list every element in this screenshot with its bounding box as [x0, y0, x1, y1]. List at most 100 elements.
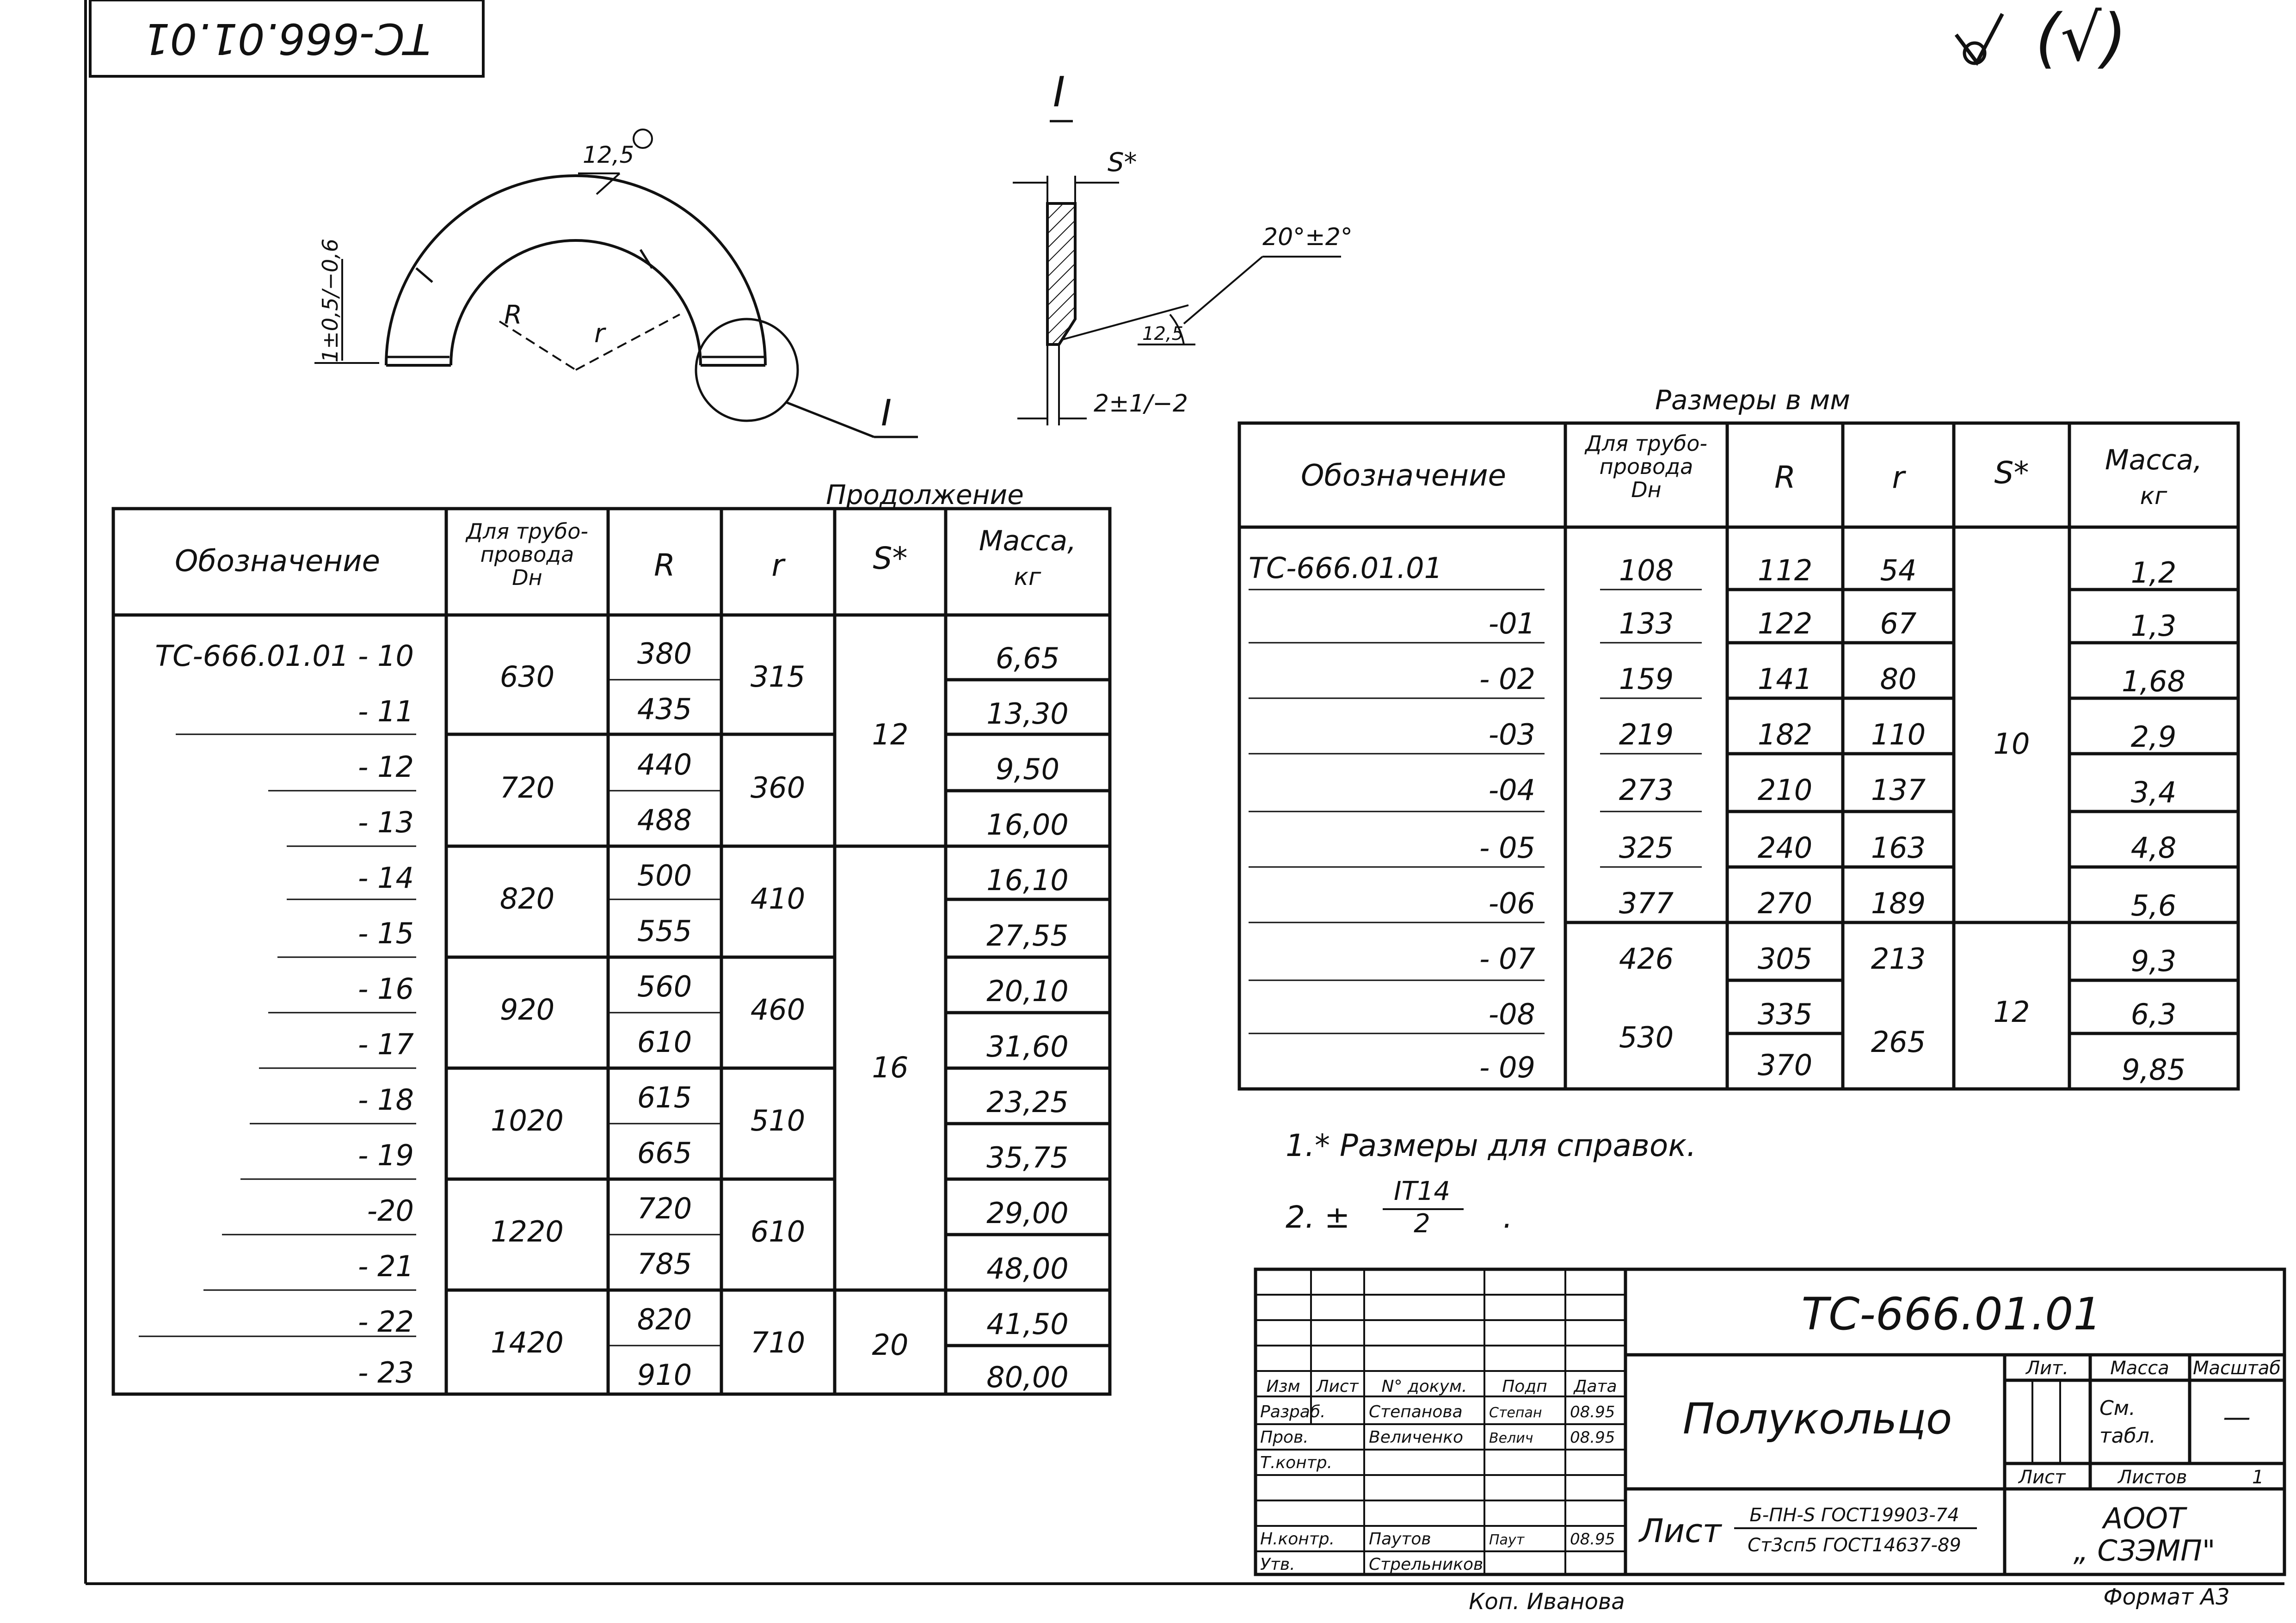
tb-col-izm: Изм — [1266, 1377, 1300, 1396]
left-dn-value: 720 — [500, 771, 554, 805]
right-mass-value: 9,3 — [2131, 944, 2177, 978]
left-row-designation: - 18 — [358, 1083, 414, 1117]
left-header-mass-2: кг — [1014, 563, 1041, 591]
left-row-designation: - 12 — [358, 750, 414, 784]
right-mass-value: 5,6 — [2131, 889, 2177, 922]
left-big-r-value: 440 — [637, 748, 692, 781]
note-2-denominator: 2 — [1414, 1209, 1430, 1239]
tb-scale: Масштаб — [2193, 1358, 2281, 1379]
left-mass-value: 9,50 — [996, 752, 1059, 786]
left-small-r-value: 710 — [751, 1326, 805, 1359]
left-table: Продолжение — [111, 479, 1112, 1396]
left-header-mass-1: Масса, — [979, 525, 1076, 557]
left-row-designation: - 17 — [358, 1027, 414, 1061]
right-small-r-value: 67 — [1880, 607, 1917, 640]
right-row-designation: -01 — [1489, 607, 1535, 640]
left-big-r-value: 380 — [637, 637, 692, 670]
tb-sheets: Листов — [2117, 1467, 2187, 1488]
section-view: I S* 12,5 20°±2° 2±1/−2 — [1013, 68, 1353, 425]
right-mass-value: 2,9 — [2131, 720, 2177, 754]
tb-role: Т.контр. — [1260, 1453, 1332, 1472]
left-big-r-value: 435 — [637, 692, 692, 726]
tb-col-sign: Подп — [1502, 1377, 1547, 1396]
right-dn-value: 219 — [1619, 718, 1674, 751]
right-header-big-r: R — [1774, 460, 1796, 495]
label-small-radius: r — [594, 319, 606, 349]
left-row-designation: ТС-666.01.01 - 10 — [155, 639, 414, 673]
left-row-designation: - 23 — [358, 1356, 414, 1389]
left-mass-value: 41,50 — [986, 1307, 1069, 1341]
right-dn-value: 108 — [1619, 553, 1674, 587]
left-big-r-value: 665 — [637, 1136, 692, 1170]
right-big-r-value: 112 — [1758, 553, 1812, 587]
left-dn-value: 820 — [500, 882, 554, 916]
left-dn-value: 1420 — [491, 1326, 564, 1359]
left-s-value: 16 — [872, 1051, 909, 1084]
title-block: Изм Лист N° докум. Подп Дата Разраб. Сте… — [1254, 1267, 2286, 1576]
left-row-designation: - 22 — [358, 1305, 414, 1339]
sheet-format: Формат А3 — [2103, 1584, 2229, 1610]
right-table-units: Размеры в мм — [1655, 384, 1850, 416]
right-row-designation: - 07 — [1479, 942, 1535, 976]
left-big-r-value: 820 — [637, 1303, 692, 1336]
left-header-dn-3: Dн — [512, 565, 542, 590]
right-header-designation: Обозначение — [1301, 459, 1506, 493]
left-dn-value: 920 — [500, 993, 554, 1027]
right-small-r-value: 163 — [1871, 831, 1926, 865]
left-row-designation: - 13 — [358, 805, 414, 839]
tb-signature: Велич — [1489, 1430, 1533, 1446]
left-big-r-value: 488 — [637, 803, 692, 837]
tb-date: 08.95 — [1570, 1428, 1615, 1447]
right-header-dn-3: Dн — [1631, 477, 1662, 502]
right-header-dn-1: Для трубо- — [1584, 431, 1707, 456]
left-header-dn-2: провода — [480, 542, 574, 567]
right-header-mass-1: Масса, — [2105, 444, 2202, 476]
left-mass-value: 23,25 — [986, 1085, 1069, 1119]
section-mark: I — [1053, 68, 1065, 117]
right-row-designation: -06 — [1489, 886, 1535, 920]
left-mass-value: 29,00 — [986, 1196, 1069, 1230]
upside-down-stamp: ТС-666.01.01 — [89, 0, 485, 78]
left-s-value: 12 — [872, 718, 909, 751]
tb-part-name: Полукольцо — [1683, 1394, 1952, 1444]
left-big-r-value: 785 — [637, 1247, 692, 1281]
left-big-r-value: 555 — [637, 914, 692, 948]
tb-col-list: Лист — [1315, 1377, 1359, 1396]
right-mass-value: 1,68 — [2122, 664, 2185, 698]
left-mass-value: 20,10 — [986, 974, 1069, 1008]
left-mass-value: 6,65 — [996, 641, 1059, 675]
right-mass-value: 9,85 — [2122, 1053, 2185, 1087]
right-big-r-value: 240 — [1758, 831, 1812, 865]
left-big-r-value: 720 — [637, 1192, 692, 1225]
left-small-r-value: 410 — [751, 882, 805, 916]
tb-role: Н.контр. — [1260, 1530, 1335, 1549]
detail-mark: I — [881, 393, 892, 434]
label-roughness: 12,5 — [583, 141, 634, 168]
right-dn-value: 159 — [1619, 662, 1674, 696]
left-big-r-value: 910 — [637, 1358, 692, 1392]
left-table-continuation: Продолжение — [826, 479, 1024, 510]
sheet-frame — [84, 0, 2284, 1585]
right-s-value: 12 — [1994, 995, 2030, 1029]
left-row-designation: - 21 — [358, 1249, 414, 1283]
right-row-designation: - 09 — [1479, 1051, 1535, 1084]
tb-material-top: Б-ПН-S ГОСТ19903-74 — [1749, 1505, 1959, 1526]
label-roughness-small: 12,5 — [1142, 323, 1183, 344]
left-big-r-value: 610 — [637, 1025, 692, 1059]
tb-person: Степанова — [1369, 1402, 1463, 1421]
right-big-r-value: 182 — [1758, 718, 1812, 751]
left-mass-value: 13,30 — [986, 697, 1069, 731]
tb-date: 08.95 — [1570, 1530, 1615, 1549]
label-big-radius: R — [504, 300, 522, 330]
tb-col-doc: N° докум. — [1382, 1377, 1467, 1396]
right-big-r-value: 305 — [1758, 942, 1812, 976]
right-row-designation: -03 — [1489, 718, 1535, 751]
tb-signature: Степан — [1489, 1405, 1542, 1421]
right-row-designation: -08 — [1489, 997, 1535, 1031]
right-s-value: 10 — [1994, 727, 2030, 761]
tb-lit: Лит. — [2025, 1358, 2068, 1379]
tb-role: Утв. — [1260, 1555, 1295, 1574]
right-row-designation: -04 — [1489, 773, 1535, 807]
left-header-s: S* — [873, 541, 908, 576]
